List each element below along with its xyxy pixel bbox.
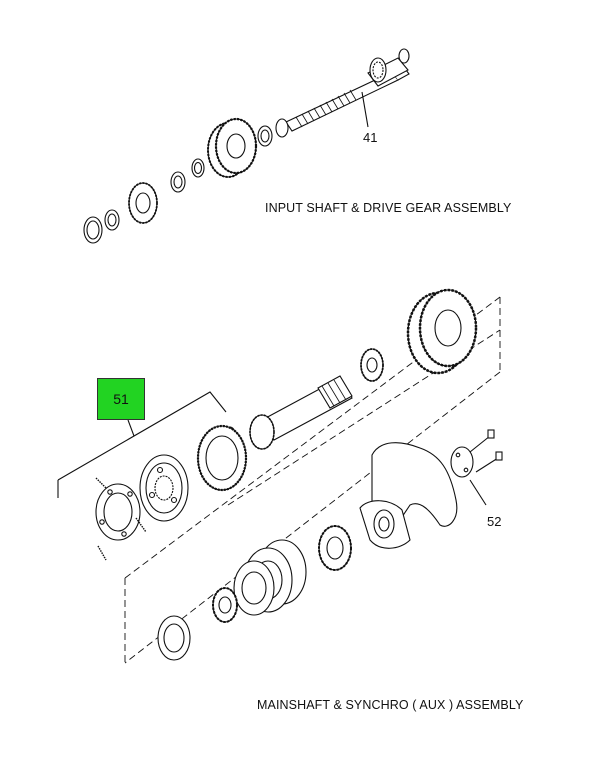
input-shaft-assembly-label: INPUT SHAFT & DRIVE GEAR ASSEMBLY xyxy=(265,201,512,215)
mainshaft-group xyxy=(57,288,503,661)
input-shaft-group xyxy=(83,48,410,244)
leader-52 xyxy=(469,479,487,506)
callout-51-hotspot[interactable]: 51 xyxy=(97,378,145,420)
callout-41: 41 xyxy=(363,130,378,145)
leader-41 xyxy=(361,91,369,128)
mainshaft-assembly-label: MAINSHAFT & SYNCHRO ( AUX ) ASSEMBLY xyxy=(257,698,524,712)
callout-52: 52 xyxy=(487,514,502,529)
